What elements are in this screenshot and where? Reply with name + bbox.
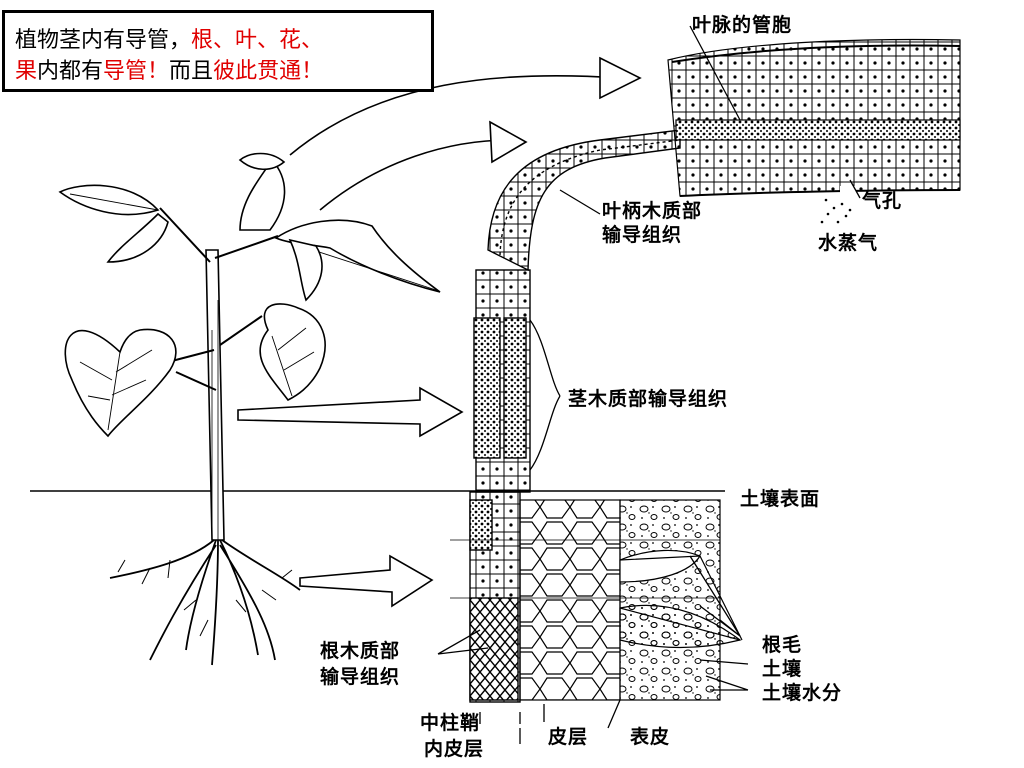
label-leaf-vein-tracheids: 叶脉的管胞 xyxy=(692,14,793,36)
label-soil-surface: 土壤表面 xyxy=(740,488,821,510)
label-soil-water: 土壤水分 xyxy=(762,682,843,704)
label-cortex: 皮层 xyxy=(548,726,589,748)
whole-plant-drawing xyxy=(58,152,441,666)
vascular-column xyxy=(469,129,681,703)
label-stem-xylem: 茎木质部输导组织 xyxy=(568,388,729,410)
label-soil: 土壤 xyxy=(762,658,803,680)
caption-part-1: 植物茎内有导管， xyxy=(15,28,192,53)
label-petiole-xylem-1: 叶柄木质部 xyxy=(602,200,703,222)
label-stomata: 气孔 xyxy=(862,190,903,212)
caption-part-6: 而且 xyxy=(169,59,214,84)
caption-part-4: 内都有 xyxy=(37,59,104,84)
caption-part-2: 根、叶、花、 xyxy=(191,28,324,53)
root-section xyxy=(450,499,743,701)
leader-lines xyxy=(437,25,861,744)
caption-part-5: 导管！ xyxy=(103,59,170,84)
label-petiole-xylem-2: 输导组织 xyxy=(602,224,683,246)
label-root-xylem-1: 根木质部 xyxy=(320,640,401,662)
flow-arrows xyxy=(237,56,642,608)
label-pericycle: 中柱鞘 xyxy=(420,712,481,734)
caption-box: 植物茎内有导管，根、叶、花、 果内都有导管！而且彼此贯通！ xyxy=(2,10,434,92)
caption-part-7: 彼此贯通！ xyxy=(213,59,324,84)
leaf-cross-section xyxy=(667,38,961,224)
label-root-xylem-2: 输导组织 xyxy=(320,666,401,688)
label-endodermis: 内皮层 xyxy=(424,738,485,760)
label-root-hair: 根毛 xyxy=(762,634,803,656)
caption-part-3: 果 xyxy=(15,59,38,84)
label-epidermis: 表皮 xyxy=(630,726,671,748)
label-water-vapor: 水蒸气 xyxy=(818,232,879,254)
